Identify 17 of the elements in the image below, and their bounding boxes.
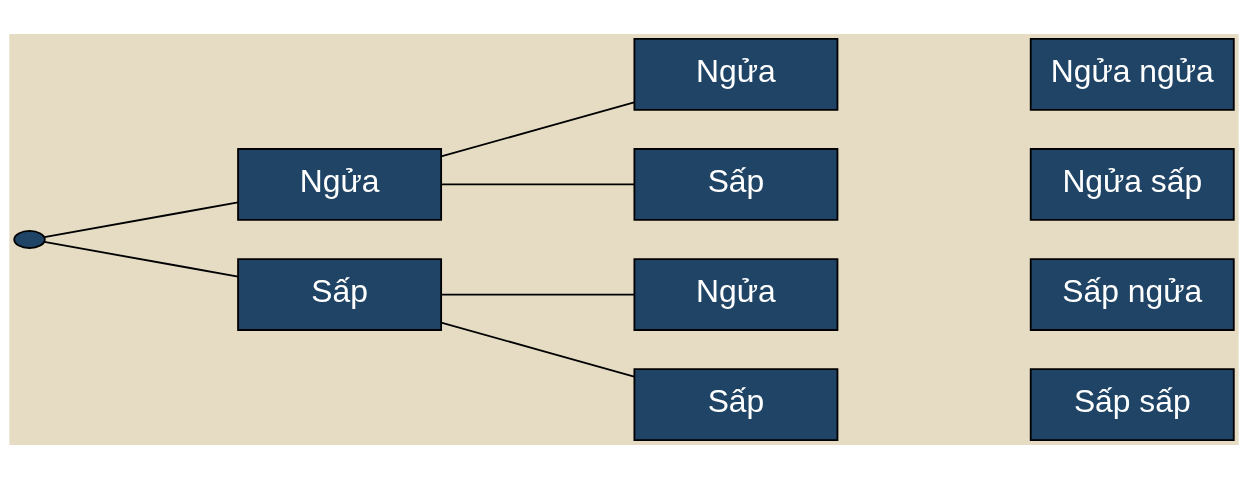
node-box: Ngửa sấp [1029,148,1235,221]
node-box: Sấp [237,258,443,331]
node-box: Sấp [633,148,839,221]
connector [440,321,636,378]
connector [43,241,239,278]
connector [440,183,636,186]
connector [440,293,636,296]
node-box: Ngửa [237,148,443,221]
node-box: Sấp ngửa [1029,258,1235,331]
node-box: Ngửa [633,37,839,111]
node-box: Ngửa [633,258,839,331]
node-box: Ngửa ngửa [1029,37,1235,111]
connector [440,101,636,158]
node-box: Sấp sấp [1029,368,1235,442]
node-box: Sấp [633,368,839,442]
node-circle [13,230,46,249]
connector [43,201,239,238]
